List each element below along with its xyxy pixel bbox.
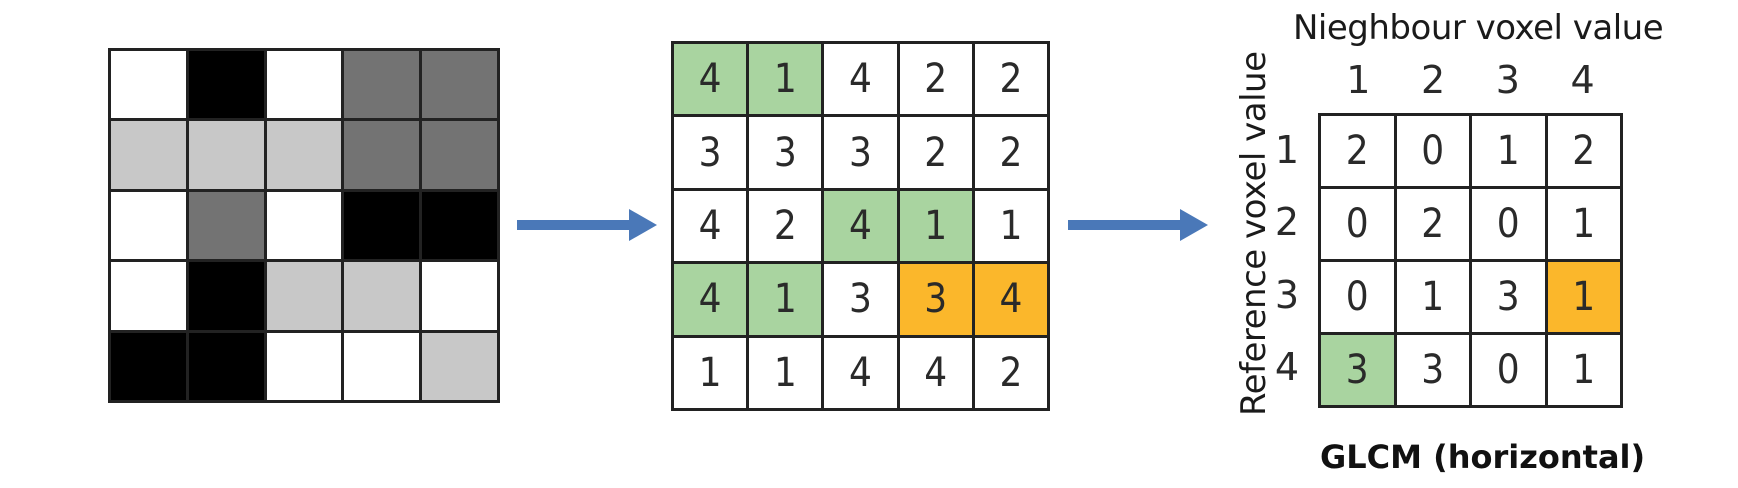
intensity-pixel <box>188 191 264 260</box>
voxel-value-cell: 3 <box>824 264 897 335</box>
intensity-pixel <box>111 191 186 260</box>
neighbour-axis-title: Nieghbour voxel value <box>1293 8 1664 48</box>
voxel-value-cell: 2 <box>974 337 1047 408</box>
glcm-cell: 2 <box>1321 116 1394 186</box>
voxel-value-cell: 1 <box>899 190 972 262</box>
intensity-image-grid <box>108 48 500 403</box>
glcm-cell: 1 <box>1547 335 1620 405</box>
intensity-pixel <box>188 262 264 330</box>
glcm-cell: 0 <box>1396 116 1469 186</box>
glcm-column-header: 2 <box>1421 58 1446 102</box>
arrow-right-icon <box>517 209 657 241</box>
voxel-value-cell: 4 <box>899 337 972 408</box>
glcm-cell: 3 <box>1321 335 1394 405</box>
voxel-value-cell: 4 <box>824 44 897 115</box>
voxel-value-cell: 4 <box>674 44 747 115</box>
intensity-pixel <box>266 121 342 189</box>
voxel-value-cell: 1 <box>674 337 747 408</box>
glcm-cell: 0 <box>1472 189 1545 259</box>
glcm-cell: 1 <box>1547 189 1620 259</box>
glcm-cell: 3 <box>1396 335 1469 405</box>
intensity-pixel <box>266 191 342 260</box>
intensity-pixel <box>266 332 342 400</box>
glcm-cell: 3 <box>1472 262 1545 332</box>
glcm-column-header: 1 <box>1346 58 1371 102</box>
glcm-caption: GLCM (horizontal) <box>1320 438 1646 476</box>
glcm-column-header: 3 <box>1495 58 1520 102</box>
intensity-pixel <box>344 51 420 119</box>
intensity-pixel <box>344 262 420 330</box>
glcm-cell: 2 <box>1396 189 1469 259</box>
intensity-pixel <box>422 51 497 119</box>
glcm-row-header: 1 <box>1274 128 1300 173</box>
voxel-value-cell: 4 <box>674 264 747 335</box>
intensity-pixel <box>422 191 497 260</box>
voxel-value-cell: 2 <box>974 44 1047 115</box>
voxel-value-cell: 1 <box>749 337 822 408</box>
voxel-value-cell: 3 <box>824 117 897 188</box>
voxel-value-cell: 4 <box>974 264 1047 335</box>
glcm-cell: 1 <box>1396 262 1469 332</box>
intensity-pixel <box>344 191 420 260</box>
intensity-pixel <box>111 121 186 189</box>
intensity-pixel <box>266 51 342 119</box>
voxel-value-cell: 4 <box>824 190 897 262</box>
intensity-pixel <box>188 51 264 119</box>
glcm-cell: 0 <box>1472 335 1545 405</box>
glcm-cell: 1 <box>1547 262 1620 332</box>
voxel-value-cell: 2 <box>749 190 822 262</box>
glcm-cell: 1 <box>1472 116 1545 186</box>
voxel-value-cell: 3 <box>899 264 972 335</box>
glcm-row-header: 4 <box>1274 344 1300 389</box>
glcm-cell: 0 <box>1321 262 1394 332</box>
intensity-pixel <box>344 121 420 189</box>
voxel-value-cell: 1 <box>749 264 822 335</box>
voxel-value-cell: 4 <box>824 337 897 408</box>
glcm-cell: 2 <box>1547 116 1620 186</box>
intensity-pixel <box>344 332 420 400</box>
voxel-value-cell: 2 <box>899 44 972 115</box>
voxel-value-cell: 1 <box>749 44 822 115</box>
voxel-value-cell: 4 <box>674 190 747 262</box>
intensity-pixel <box>111 332 186 400</box>
voxel-value-cell: 2 <box>899 117 972 188</box>
voxel-value-cell: 3 <box>749 117 822 188</box>
intensity-pixel <box>422 262 497 330</box>
intensity-pixel <box>266 262 342 330</box>
voxel-value-cell: 1 <box>974 190 1047 262</box>
intensity-pixel <box>422 121 497 189</box>
glcm-cell: 0 <box>1321 189 1394 259</box>
arrow-right-icon <box>1068 209 1208 241</box>
intensity-pixel <box>188 121 264 189</box>
glcm-row-header: 3 <box>1274 272 1300 317</box>
glcm-column-header: 4 <box>1570 58 1595 102</box>
intensity-pixel <box>422 332 497 400</box>
voxel-value-cell: 2 <box>974 117 1047 188</box>
glcm-row-header: 2 <box>1274 200 1300 245</box>
intensity-pixel <box>188 332 264 400</box>
intensity-pixel <box>111 262 186 330</box>
intensity-pixel <box>111 51 186 119</box>
voxel-value-cell: 3 <box>674 117 747 188</box>
